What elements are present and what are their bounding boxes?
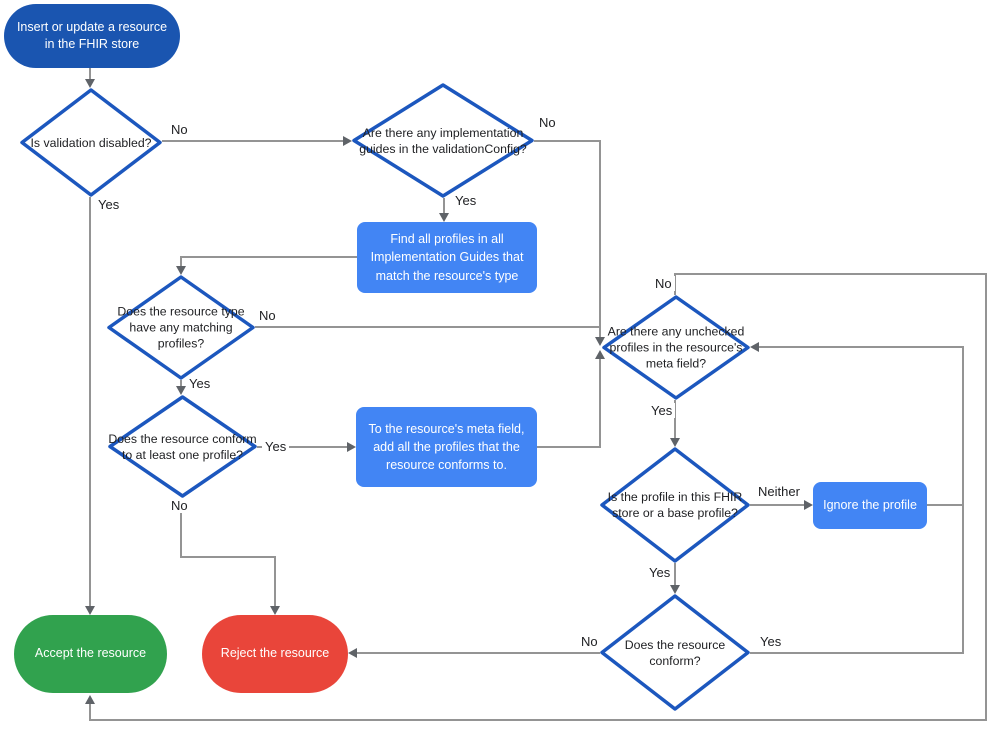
decision-implementation-guides: Are there any implementation guides in t… bbox=[352, 83, 534, 198]
edge-label-conforms-yes: Yes bbox=[757, 634, 785, 649]
connector-segment bbox=[599, 358, 601, 448]
connector-segment bbox=[180, 256, 182, 267]
decision-validation-disabled: Is validation disabled? bbox=[20, 88, 162, 197]
decision-conforms-to-one-profile: Does the resource conform to at least on… bbox=[108, 395, 257, 498]
connector-segment bbox=[180, 380, 182, 387]
edge-label-conforms-one-yes: Yes bbox=[262, 439, 290, 454]
diamond-shape bbox=[20, 88, 162, 197]
process-label: Ignore the profile bbox=[823, 498, 917, 513]
decision-label: Are there any implementation guides in t… bbox=[359, 125, 527, 156]
process-label: Find all profiles in all Implementation … bbox=[370, 232, 524, 283]
connector-segment bbox=[89, 197, 91, 606]
terminal-accept-resource: Accept the resource bbox=[14, 615, 167, 693]
connector-segment bbox=[537, 446, 601, 448]
connector-segment bbox=[534, 140, 601, 142]
terminal-label: Accept the resource bbox=[34, 646, 147, 661]
arrowhead-down-icon bbox=[595, 337, 605, 346]
arrowhead-left-icon bbox=[348, 648, 357, 658]
connector-segment bbox=[985, 273, 987, 721]
arrowhead-down-icon bbox=[85, 606, 95, 615]
process-add-profiles-to-meta: To the resource's meta field, add all th… bbox=[356, 407, 537, 487]
connector-segment bbox=[962, 346, 964, 654]
connector-segment bbox=[674, 273, 987, 275]
connector-segment bbox=[89, 703, 91, 720]
connector-segment bbox=[180, 556, 276, 558]
connector-segment bbox=[750, 652, 964, 654]
decision-label: Does the resource conform? bbox=[624, 637, 726, 668]
connector-segment bbox=[257, 446, 348, 448]
decision-resource-conforms: Does the resource conform? bbox=[600, 594, 750, 711]
connector-segment bbox=[674, 563, 676, 586]
connector-segment bbox=[89, 719, 987, 721]
edge-label-matching-no: No bbox=[256, 308, 279, 323]
edge-label-guides-no: No bbox=[536, 115, 559, 130]
arrowhead-down-icon bbox=[439, 213, 449, 222]
connector-segment bbox=[181, 256, 357, 258]
diamond-shape bbox=[352, 83, 534, 198]
connector-segment bbox=[162, 140, 343, 142]
connector-segment bbox=[356, 652, 600, 654]
decision-label: Does the resource conform to at least on… bbox=[108, 431, 257, 462]
connector-segment bbox=[180, 498, 182, 558]
edge-label-profile-yes: Yes bbox=[646, 565, 674, 580]
edge-label-validation-yes: Yes bbox=[95, 197, 123, 212]
connector-segment bbox=[274, 556, 276, 607]
connector-segment bbox=[599, 140, 601, 337]
diamond-shape bbox=[107, 275, 255, 380]
arrowhead-down-icon bbox=[670, 438, 680, 447]
edge-label-conforms-one-no: No bbox=[168, 498, 191, 513]
decision-label: Are there any unchecked profiles in the … bbox=[607, 324, 745, 371]
process-label: To the resource's meta field, add all th… bbox=[368, 421, 525, 473]
connector-segment bbox=[89, 68, 91, 80]
arrowhead-down-icon bbox=[85, 79, 95, 88]
arrowhead-down-icon bbox=[176, 386, 186, 395]
arrowhead-right-icon bbox=[804, 500, 813, 510]
diamond-shape bbox=[602, 295, 750, 400]
connector-segment bbox=[674, 273, 676, 295]
arrowhead-down-icon bbox=[670, 585, 680, 594]
arrowhead-left-icon bbox=[750, 342, 759, 352]
terminal-reject-resource: Reject the resource bbox=[202, 615, 348, 693]
diamond-shape bbox=[600, 447, 750, 563]
connector-segment bbox=[758, 346, 964, 348]
edge-label-unchecked-yes: Yes bbox=[648, 403, 676, 418]
diamond-shape bbox=[108, 395, 257, 498]
start-node-label: Insert or update a resource in the FHIR … bbox=[16, 19, 168, 52]
arrowhead-down-icon bbox=[270, 606, 280, 615]
edge-label-conforms-no: No bbox=[578, 634, 601, 649]
edge-label-matching-yes: Yes bbox=[186, 376, 214, 391]
connector-segment bbox=[674, 400, 676, 439]
edge-label-profile-neither: Neither bbox=[755, 484, 803, 499]
process-find-profiles: Find all profiles in all Implementation … bbox=[357, 222, 537, 293]
start-node-insert-resource: Insert or update a resource in the FHIR … bbox=[4, 4, 180, 68]
arrowhead-up-icon bbox=[85, 695, 95, 704]
terminal-label: Reject the resource bbox=[220, 646, 330, 661]
decision-label: Is validation disabled? bbox=[30, 135, 152, 150]
arrowhead-down-icon bbox=[176, 266, 186, 275]
arrowhead-up-icon bbox=[595, 350, 605, 359]
decision-unchecked-profiles: Are there any unchecked profiles in the … bbox=[602, 295, 750, 400]
decision-label: Is the profile in this FHIR store or a b… bbox=[607, 489, 743, 520]
edge-label-validation-no: No bbox=[168, 122, 191, 137]
connector-segment bbox=[255, 326, 601, 328]
diamond-shape bbox=[600, 594, 750, 711]
edge-label-unchecked-no: No bbox=[652, 276, 675, 291]
connector-segment bbox=[927, 504, 964, 506]
decision-matching-profiles: Does the resource type have any matching… bbox=[107, 275, 255, 380]
connector-segment bbox=[750, 504, 805, 506]
edge-label-guides-yes: Yes bbox=[452, 193, 480, 208]
process-ignore-profile: Ignore the profile bbox=[813, 482, 927, 529]
decision-label: Does the resource type have any matching… bbox=[117, 304, 245, 351]
arrowhead-right-icon bbox=[343, 136, 352, 146]
decision-profile-in-store: Is the profile in this FHIR store or a b… bbox=[600, 447, 750, 563]
arrowhead-right-icon bbox=[347, 442, 356, 452]
connector-segment bbox=[443, 198, 445, 214]
